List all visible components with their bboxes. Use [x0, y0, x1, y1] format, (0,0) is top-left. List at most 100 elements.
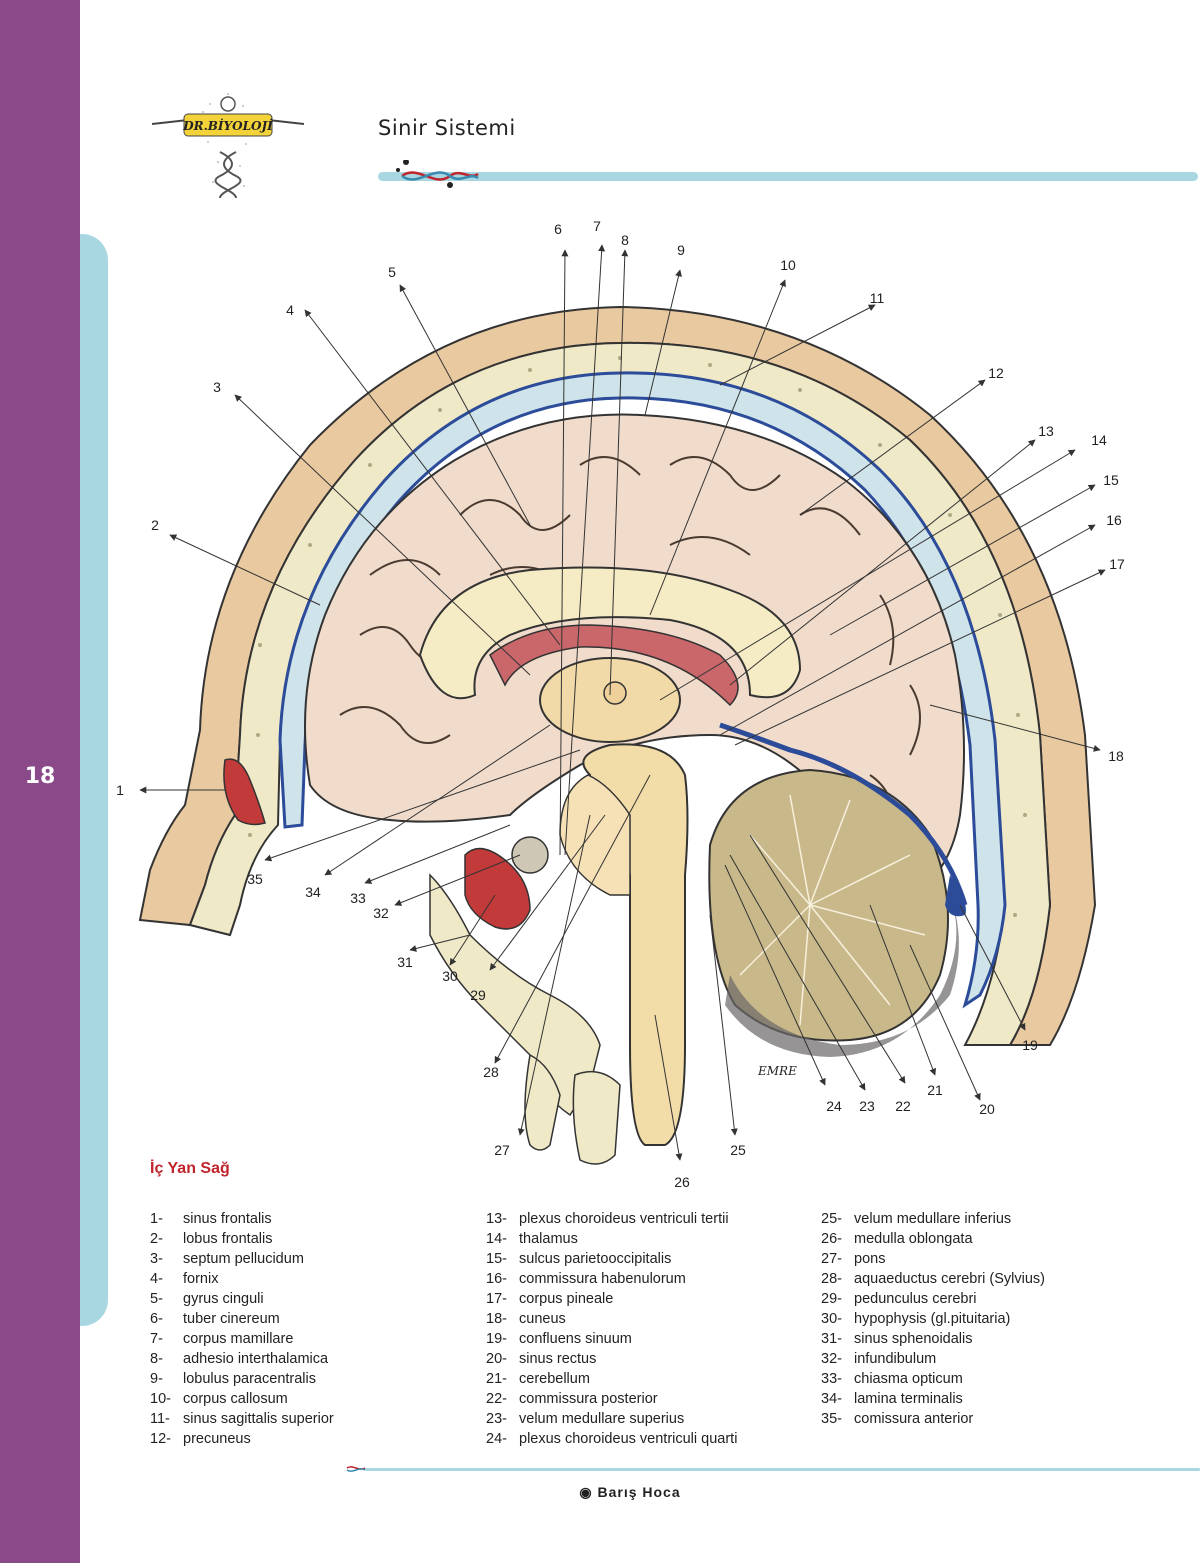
- legend-item: 2-lobus frontalis: [150, 1229, 334, 1249]
- legend-item: 22- commissura posterior: [486, 1389, 737, 1409]
- callout-1: 1: [116, 782, 124, 798]
- callout-34: 34: [305, 884, 321, 900]
- callout-11: 11: [870, 290, 885, 306]
- legend-text: septum pellucidum: [183, 1251, 304, 1267]
- legend-num: 24-: [486, 1431, 507, 1447]
- legend-item: 1- sinus frontalis: [150, 1209, 334, 1229]
- header-divider: [378, 160, 1198, 188]
- brain-sagittal-diagram: 1 2 3 4 5 6 7 8 9 10 11 12 13 14 15 16 1…: [116, 218, 1125, 1190]
- legend-num: 4-: [150, 1271, 163, 1287]
- callout-30: 30: [442, 968, 458, 984]
- legend-item: 18- cuneus: [486, 1309, 737, 1329]
- sinus-rectus: [719, 722, 968, 906]
- callout-35: 35: [247, 871, 263, 887]
- callout-20: 20: [979, 1101, 995, 1117]
- legend-text: plexus choroideus ventriculi tertii: [519, 1211, 729, 1227]
- dens: [572, 1070, 621, 1165]
- legend-column-2: 13- plexus choroideus ventriculi tertii 1…: [486, 1209, 737, 1449]
- legend-text: commissura posterior: [519, 1391, 658, 1407]
- legend-text: corpus pineale: [519, 1291, 614, 1307]
- legend-num: 27-: [821, 1251, 842, 1267]
- legend-num: 9-: [150, 1371, 163, 1387]
- callout-9: 9: [677, 242, 685, 258]
- legend-text: sulcus parietooccipitalis: [519, 1251, 672, 1267]
- callout-14: 14: [1091, 432, 1107, 448]
- legend-text: pedunculus cerebri: [854, 1291, 977, 1307]
- legend-text: cuneus: [519, 1311, 566, 1327]
- legend-item: 12-precuneus: [150, 1429, 334, 1449]
- legend-num: 11-: [150, 1411, 170, 1427]
- legend-num: 31-: [821, 1331, 842, 1347]
- legend-num: 3-: [150, 1251, 163, 1267]
- footer-divider: [346, 1466, 1200, 1472]
- legend-num: 34-: [821, 1391, 842, 1407]
- legend-num: 12-: [150, 1431, 171, 1447]
- legend-item: 29- pedunculus cerebri: [821, 1289, 1045, 1309]
- callout-27: 27: [494, 1142, 510, 1158]
- legend-item: 35- comissura anterior: [821, 1409, 1045, 1429]
- legend-item: 24- plexus choroideus ventriculi quarti: [486, 1429, 737, 1449]
- legend-num: 14-: [486, 1231, 507, 1247]
- legend-num: 13-: [486, 1211, 507, 1227]
- callout-13: 13: [1038, 423, 1054, 439]
- legend-column-3: 25-velum medullare inferius 26-medulla o…: [821, 1209, 1045, 1429]
- legend-num: 10-: [150, 1391, 171, 1407]
- legend-num: 7-: [150, 1331, 163, 1347]
- legend-num: 32-: [821, 1351, 842, 1367]
- legend-text: gyrus cinguli: [183, 1291, 264, 1307]
- legend-num: 35-: [821, 1411, 842, 1427]
- legend-item: 3- septum pellucidum: [150, 1249, 334, 1269]
- footer-author: Barış Hoca: [597, 1484, 681, 1500]
- legend-item: 32-infundibulum: [821, 1349, 1045, 1369]
- legend-text: commissura habenulorum: [519, 1271, 686, 1287]
- legend-num: 6-: [150, 1311, 163, 1327]
- callout-31: 31: [397, 954, 413, 970]
- page-number: 18: [24, 764, 56, 789]
- legend-text: medulla oblongata: [854, 1231, 973, 1247]
- arbor-vitae: [739, 794, 926, 1026]
- legend-text: fornix: [183, 1271, 219, 1287]
- legend-item: 27- pons: [821, 1249, 1045, 1269]
- legend-num: 29-: [821, 1291, 842, 1307]
- callout-29: 29: [470, 987, 486, 1003]
- legend-item: 26-medulla oblongata: [821, 1229, 1045, 1249]
- legend-item: 17-corpus pineale: [486, 1289, 737, 1309]
- legend-num: 22-: [486, 1391, 507, 1407]
- legend-item: 4- fornix: [150, 1269, 334, 1289]
- legend-text: comissura anterior: [854, 1411, 974, 1427]
- legend-num: 18-: [486, 1311, 507, 1327]
- legend-num: 1-: [150, 1211, 163, 1227]
- legend-text: sinus sphenoidalis: [854, 1331, 973, 1347]
- callout-labels: 1 2 3 4 5 6 7 8 9 10 11 12 13 14 15 16 1…: [116, 218, 1125, 1190]
- legend-text: lamina terminalis: [854, 1391, 963, 1407]
- adhesio-interthalamica: [603, 681, 627, 705]
- logo-dna-icon: DR.BİYOLOJİ: [151, 93, 305, 199]
- callout-19: 19: [1022, 1037, 1038, 1053]
- legend-text: sinus frontalis: [183, 1211, 272, 1227]
- callout-12: 12: [988, 365, 1004, 381]
- callout-23: 23: [859, 1098, 875, 1114]
- callout-16: 16: [1106, 512, 1122, 528]
- legend-num: 23-: [486, 1411, 507, 1427]
- nasal-bone: [524, 1053, 561, 1151]
- legend-text: adhesio interthalamica: [183, 1351, 329, 1367]
- legend-text: sinus rectus: [519, 1351, 597, 1367]
- callout-15: 15: [1103, 472, 1119, 488]
- page-sidebar: [0, 0, 80, 1563]
- side-tab: [80, 234, 108, 1326]
- legend-text: velum medullare inferius: [854, 1211, 1012, 1227]
- legend-item: 25-velum medullare inferius: [821, 1209, 1045, 1229]
- legend-text: pons: [854, 1251, 886, 1267]
- callout-10: 10: [780, 257, 796, 273]
- legend-num: 15-: [486, 1251, 507, 1267]
- cerebrum: [304, 413, 965, 899]
- legend-item: 28-aquaeductus cerebri (Sylvius): [821, 1269, 1045, 1289]
- legend-item: 15- sulcus parietooccipitalis: [486, 1249, 737, 1269]
- callout-24: 24: [826, 1098, 842, 1114]
- legend-text: plexus choroideus ventriculi quarti: [519, 1431, 738, 1447]
- legend-num: 20-: [486, 1351, 507, 1367]
- legend-num: 30-: [821, 1311, 842, 1327]
- legend-text: corpus mamillare: [183, 1331, 294, 1347]
- callout-6: 6: [554, 221, 562, 237]
- legend-item: 23-velum medullare superius: [486, 1409, 737, 1429]
